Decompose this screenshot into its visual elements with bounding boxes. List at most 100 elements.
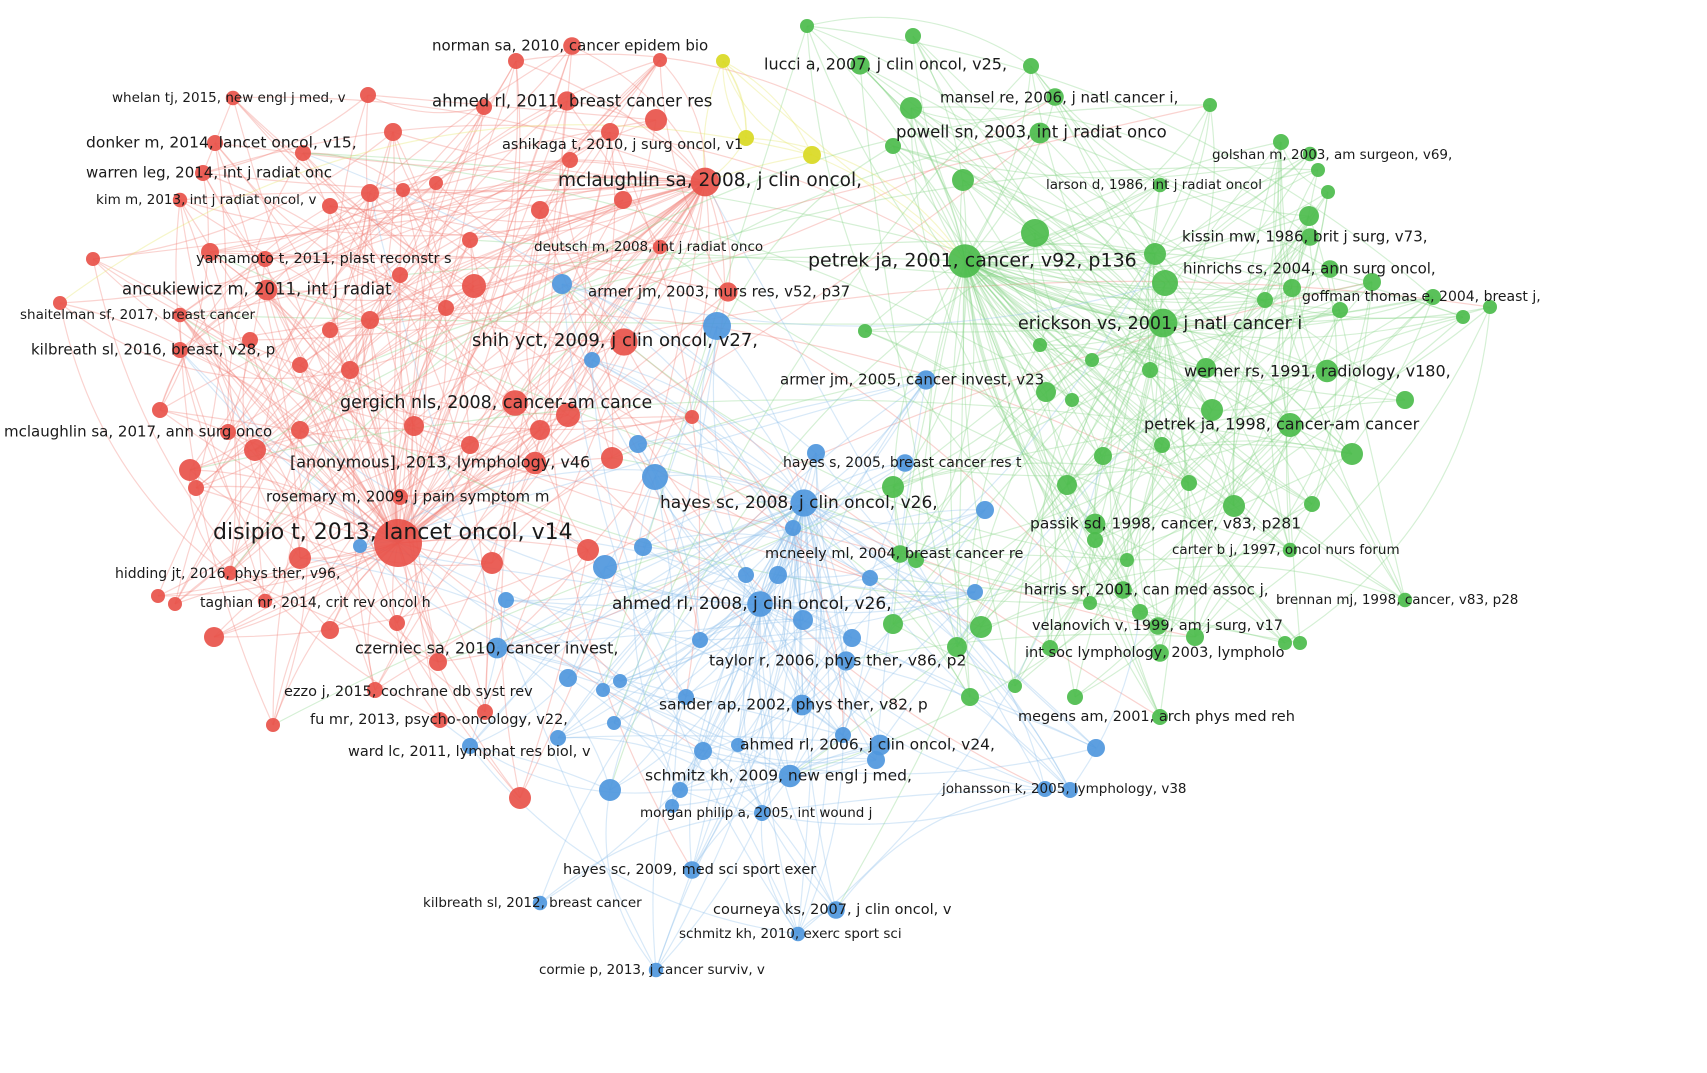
network-node[interactable] [678, 689, 694, 705]
goffman-thomas-e-2004-node[interactable] [1425, 289, 1441, 305]
hidding-jt-2016-node[interactable] [222, 565, 238, 581]
kissin-mw-1986-node[interactable] [1301, 228, 1319, 246]
mcneely-ml-2004-node[interactable] [891, 545, 909, 563]
network-node[interactable] [384, 123, 402, 141]
network-node[interactable] [1021, 219, 1049, 247]
disipio-t-2013-node[interactable] [374, 519, 422, 567]
network-node[interactable] [858, 324, 872, 338]
network-node[interactable] [438, 300, 454, 316]
network-node[interactable] [882, 476, 904, 498]
network-node[interactable] [1142, 362, 1158, 378]
network-node[interactable] [1181, 475, 1197, 491]
network-node[interactable] [462, 274, 486, 298]
passik-sd-1998-node[interactable] [1084, 513, 1106, 535]
network-node[interactable] [672, 782, 688, 798]
network-node[interactable] [1483, 300, 1497, 314]
network-node[interactable] [1036, 382, 1056, 402]
ward-lc-2011-node[interactable] [462, 738, 478, 754]
network-node[interactable] [1083, 596, 1097, 610]
armer-jm-2003-node[interactable] [718, 282, 738, 302]
network-node[interactable] [1033, 338, 1047, 352]
network-node[interactable] [629, 435, 647, 453]
network-node[interactable] [509, 787, 531, 809]
network-node[interactable] [188, 480, 204, 496]
kim-m-2013-node[interactable] [172, 192, 188, 208]
network-node[interactable] [596, 683, 610, 697]
ashikaga-t-2010-node[interactable] [562, 152, 578, 168]
network-node[interactable] [392, 267, 408, 283]
harris-sr-2001-node[interactable] [1114, 581, 1132, 599]
network-node[interactable] [1363, 273, 1381, 291]
network-node[interactable] [1062, 782, 1078, 798]
gergich-nls-2008-node[interactable] [502, 390, 528, 416]
network-node[interactable] [508, 53, 524, 69]
network-node[interactable] [1223, 495, 1245, 517]
network-node[interactable] [322, 198, 338, 214]
lucci-a-2007-node[interactable] [850, 55, 870, 75]
network-node[interactable] [614, 191, 632, 209]
kilbreath-sl-2012-node[interactable] [532, 895, 548, 911]
network-node[interactable] [967, 584, 983, 600]
werner-rs-1991-node[interactable] [1315, 359, 1339, 383]
network-node[interactable] [1304, 496, 1320, 512]
network-node[interactable] [1144, 243, 1166, 265]
network-node[interactable] [1273, 134, 1289, 150]
network-node[interactable] [703, 312, 731, 340]
hinrichs-cs-2004-node[interactable] [1321, 260, 1339, 278]
network-node[interactable] [1065, 393, 1079, 407]
network-node[interactable] [835, 727, 851, 743]
network-node[interactable] [642, 464, 668, 490]
network-node[interactable] [793, 610, 813, 630]
network-node[interactable] [900, 97, 922, 119]
morgan-philip-a-2005-node[interactable] [754, 805, 770, 821]
courneya-ks-2007-node[interactable] [827, 901, 845, 919]
rosemary-m-2009-node[interactable] [392, 489, 408, 505]
network-node[interactable] [461, 436, 479, 454]
network-node[interactable] [1087, 532, 1103, 548]
network-node[interactable] [201, 243, 219, 261]
network-node[interactable] [556, 403, 580, 427]
network-node[interactable] [800, 19, 814, 33]
larson-d-1986-node[interactable] [1152, 177, 1168, 193]
ancukiewicz-m-2011-node[interactable] [256, 279, 278, 301]
petrek-ja-2001-node[interactable] [948, 244, 982, 278]
erickson-vs-2001-node[interactable] [1148, 308, 1178, 338]
network-node[interactable] [1278, 636, 1292, 650]
network-node[interactable] [360, 87, 376, 103]
network-node[interactable] [531, 201, 549, 219]
network-node[interactable] [322, 322, 338, 338]
network-node[interactable] [1283, 279, 1301, 297]
network-node[interactable] [1396, 391, 1414, 409]
network-node[interactable] [1299, 206, 1319, 226]
network-node[interactable] [584, 352, 600, 368]
network-node[interactable] [593, 555, 617, 579]
network-node[interactable] [1154, 437, 1170, 453]
hayes-sc-2009-node[interactable] [683, 861, 701, 879]
network-node[interactable] [1057, 475, 1077, 495]
network-node[interactable] [389, 615, 405, 631]
network-node[interactable] [1087, 739, 1105, 757]
donker-m-2014-node[interactable] [207, 135, 223, 151]
johansson-k-2005-node[interactable] [1037, 781, 1053, 797]
network-node[interactable] [530, 420, 550, 440]
network-node[interactable] [694, 742, 712, 760]
network-node[interactable] [738, 130, 754, 146]
network-node[interactable] [952, 169, 974, 191]
schmitz-kh-2009-node[interactable] [778, 764, 802, 788]
network-node[interactable] [885, 138, 901, 154]
shaitelman-sf-2017-node[interactable] [172, 307, 188, 323]
network-node[interactable] [843, 629, 861, 647]
network-node[interactable] [1332, 302, 1348, 318]
ahmed-rl-2006-node[interactable] [869, 734, 891, 756]
network-node[interactable] [1257, 292, 1273, 308]
network-node[interactable] [1085, 353, 1099, 367]
network-node[interactable] [204, 627, 224, 647]
network-node[interactable] [291, 421, 309, 439]
network-node[interactable] [1120, 553, 1134, 567]
mclaughlin-sa-2017-node[interactable] [220, 424, 236, 440]
network-node[interactable] [970, 616, 992, 638]
network-node[interactable] [577, 539, 599, 561]
network-node[interactable] [1201, 399, 1223, 421]
network-node[interactable] [1311, 163, 1325, 177]
network-node[interactable] [481, 552, 503, 574]
